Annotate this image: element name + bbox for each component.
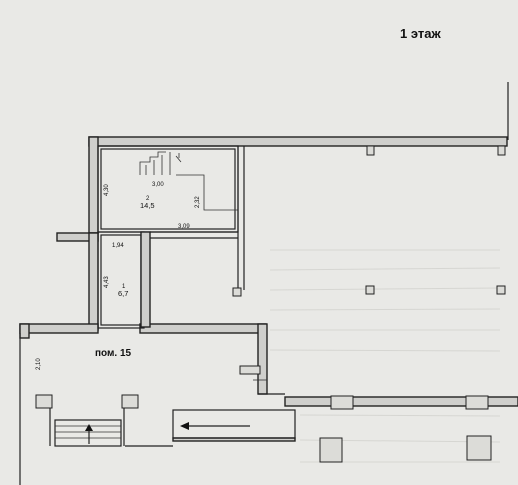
corridor-room-15: пом. 15 2,10 — [19, 333, 489, 485]
outer-walls — [19, 136, 518, 442]
room2-number: 2 — [146, 196, 150, 202]
background-texture — [269, 249, 501, 463]
room1-number: 1 — [122, 284, 126, 290]
column — [319, 437, 343, 463]
entrance-stairs — [54, 419, 122, 447]
column — [466, 435, 492, 461]
stairs-icon — [139, 151, 182, 175]
room-2: 3,00 4,30 2,32 3,09 2 14,5 — [97, 145, 239, 233]
room1-width-dim: 1,94 — [112, 243, 124, 249]
room15-label: пом. 15 — [95, 348, 132, 359]
room1-height-dim: 4,43 — [104, 276, 110, 288]
floor-title: 1 этаж — [400, 26, 441, 41]
room2-width-dim: 3,00 — [152, 182, 164, 188]
corridor-height-dim: 2,10 — [36, 358, 42, 370]
room-1: 1,94 4,43 1 6,7 — [97, 231, 238, 329]
main-hall — [232, 145, 506, 297]
room1-area: 6,7 — [118, 289, 128, 298]
room2-bottom-dim: 3,09 — [178, 224, 190, 230]
room2-height-left-dim: 4,30 — [104, 184, 110, 196]
room2-height-right-dim: 2,32 — [195, 196, 201, 208]
passage-arrow — [172, 409, 296, 439]
room2-area: 14,5 — [140, 201, 155, 210]
